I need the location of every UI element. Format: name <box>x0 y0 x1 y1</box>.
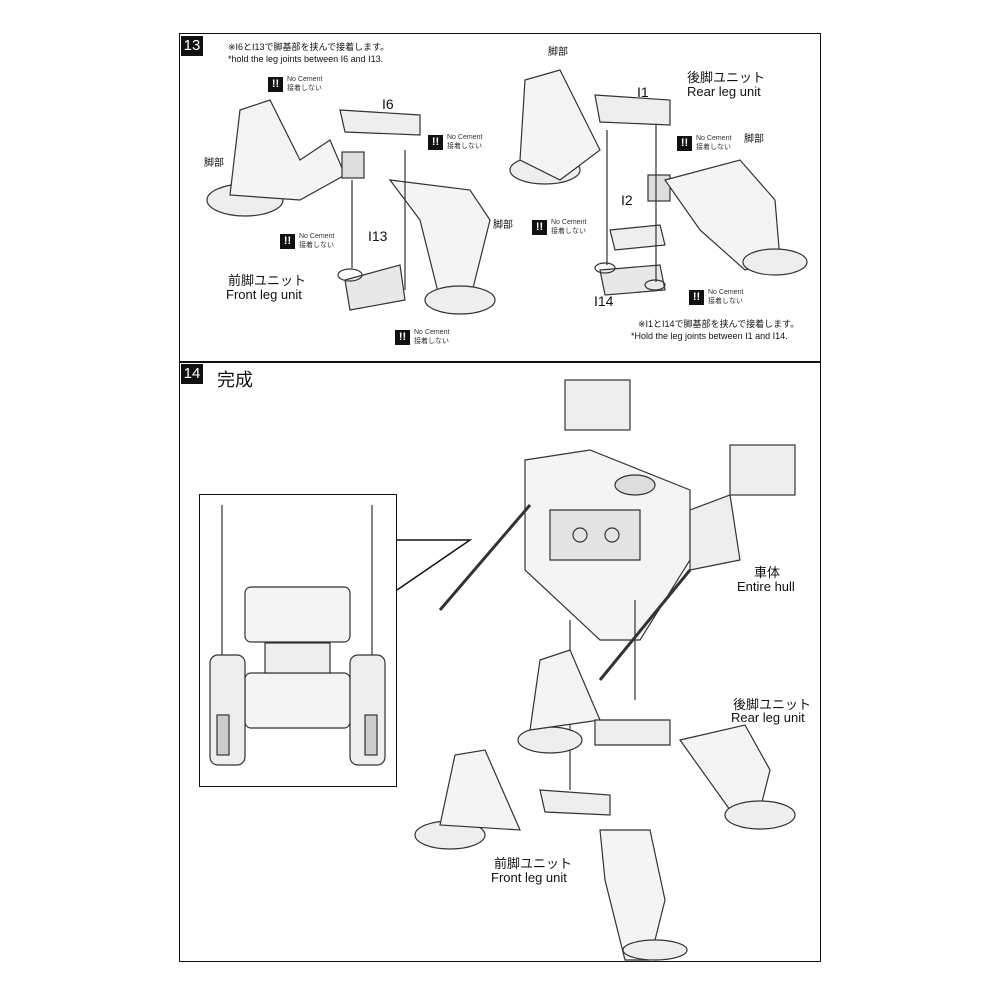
leg-label: 脚部 <box>744 134 764 145</box>
warning-icon: !! <box>268 76 283 92</box>
warning-icon: !! <box>532 219 547 235</box>
warning-text-en: No Cement <box>696 135 732 142</box>
rear-unit-label-ja: 後脚ユニット <box>687 70 766 85</box>
no-cement-warning: !! No Cement 接着しない <box>268 75 322 93</box>
rear-view-illustration <box>209 505 386 766</box>
warning-text-en: No Cement <box>447 134 483 141</box>
no-cement-warning: !! No Cement 接着しない <box>280 232 334 250</box>
step-13-note-ja: ※I6とI13で脚基部を挟んで接着します。 <box>228 42 390 52</box>
front-unit-label-ja: 前脚ユニット <box>494 856 573 871</box>
part-label-i2: I2 <box>621 192 633 208</box>
no-cement-warning: !! No Cement 接着しない <box>395 328 449 346</box>
warning-text-ja: 接着しない <box>287 85 322 92</box>
hull-label-en: Entire hull <box>737 579 795 594</box>
front-unit-label-en: Front leg unit <box>226 287 302 302</box>
warning-text-en: No Cement <box>708 289 744 296</box>
no-cement-warning: !! No Cement 接着しない <box>532 218 586 236</box>
warning-text-en: No Cement <box>287 76 323 83</box>
assembled-front-leg-illustration <box>414 749 688 961</box>
warning-icon: !! <box>689 289 704 305</box>
no-cement-warning: !! No Cement 接着しない <box>428 133 482 151</box>
leg-label: 脚部 <box>493 220 513 231</box>
warning-text-ja: 接着しない <box>551 228 586 235</box>
front-unit-label-en: Front leg unit <box>491 870 567 885</box>
warning-icon: !! <box>677 135 692 151</box>
leg-label: 脚部 <box>548 47 568 58</box>
warning-text-en: No Cement <box>551 219 587 226</box>
step-13-badge: 13 <box>181 36 203 56</box>
no-cement-warning: !! No Cement 接着しない <box>689 288 743 306</box>
warning-text-ja: 接着しない <box>696 144 731 151</box>
warning-text-ja: 接着しない <box>708 298 743 305</box>
callout-pointer <box>396 539 473 591</box>
rear-leg-illustration <box>509 69 808 296</box>
part-label-i13: I13 <box>368 228 388 244</box>
part-label-i1: I1 <box>637 84 649 100</box>
rear-unit-label-ja: 後脚ユニット <box>733 697 812 712</box>
step-14-badge: 14 <box>181 364 203 384</box>
hull-illustration <box>438 379 796 790</box>
hull-label-ja: 車体 <box>754 565 781 580</box>
assembled-rear-leg-illustration <box>517 649 796 830</box>
step-13-note2-ja: ※I1とI14で脚基部を挟んで接着します。 <box>638 319 800 329</box>
step-13-note-en: *hold the leg joints between I6 and I13. <box>228 54 384 64</box>
warning-text-ja: 接着しない <box>299 242 334 249</box>
warning-text-en: No Cement <box>299 233 335 240</box>
step-13-note2-en: *Hold the leg joints between I1 and I14. <box>631 331 788 341</box>
warning-icon: !! <box>280 233 295 249</box>
warning-icon: !! <box>428 134 443 150</box>
no-cement-warning: !! No Cement 接着しない <box>677 134 731 152</box>
front-leg-illustration <box>206 99 496 315</box>
rear-unit-label-en: Rear leg unit <box>687 84 761 99</box>
warning-text-ja: 接着しない <box>414 338 449 345</box>
part-label-i6: I6 <box>382 96 394 112</box>
front-unit-label-ja: 前脚ユニット <box>228 273 307 288</box>
warning-text-ja: 接着しない <box>447 143 482 150</box>
step-divider <box>179 361 821 363</box>
rear-view-inset <box>199 494 397 787</box>
page-frame <box>179 33 821 962</box>
step-14-title: 完成 <box>217 370 253 390</box>
rear-unit-label-en: Rear leg unit <box>731 710 805 725</box>
warning-icon: !! <box>395 329 410 345</box>
warning-text-en: No Cement <box>414 329 450 336</box>
part-label-i14: I14 <box>594 293 614 309</box>
leg-label: 脚部 <box>204 158 224 169</box>
